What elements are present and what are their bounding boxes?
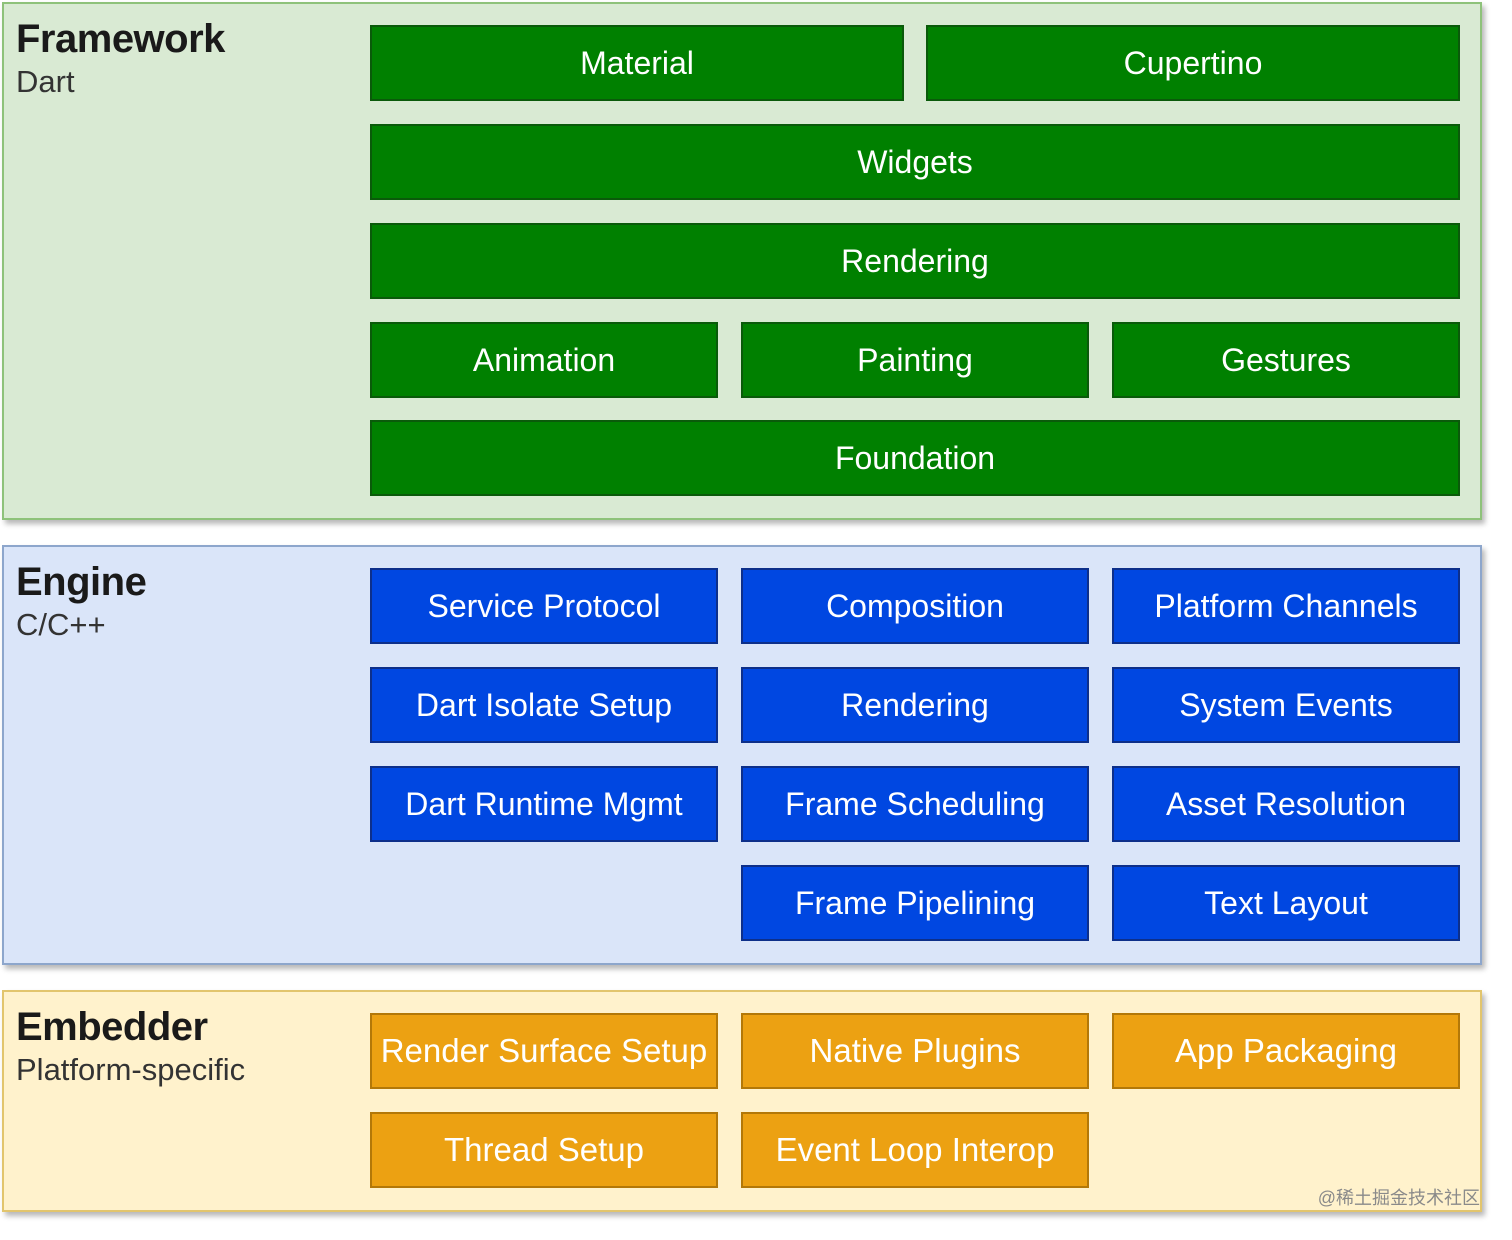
box-material: Material — [370, 25, 904, 101]
box-foundation: Foundation — [370, 420, 1460, 496]
box-composition: Composition — [741, 568, 1089, 644]
box-engine-rendering: Rendering — [741, 667, 1089, 743]
box-frame-scheduling: Frame Scheduling — [741, 766, 1089, 842]
box-platform-channels: Platform Channels — [1112, 568, 1460, 644]
embedder-title: Embedder — [16, 1005, 208, 1049]
box-asset-resolution: Asset Resolution — [1112, 766, 1460, 842]
box-cupertino: Cupertino — [926, 25, 1460, 101]
box-text-layout: Text Layout — [1112, 865, 1460, 941]
box-dart-isolate-setup: Dart Isolate Setup — [370, 667, 718, 743]
box-app-packaging: App Packaging — [1112, 1013, 1460, 1089]
engine-subtitle: C/C++ — [16, 607, 106, 642]
box-gestures: Gestures — [1112, 322, 1460, 398]
framework-subtitle: Dart — [16, 64, 75, 99]
box-dart-runtime-mgmt: Dart Runtime Mgmt — [370, 766, 718, 842]
box-thread-setup: Thread Setup — [370, 1112, 718, 1188]
watermark: @稀土掘金技术社区 — [1317, 1188, 1480, 1208]
box-framework-rendering: Rendering — [370, 223, 1460, 299]
box-system-events: System Events — [1112, 667, 1460, 743]
box-service-protocol: Service Protocol — [370, 568, 718, 644]
box-animation: Animation — [370, 322, 718, 398]
box-frame-pipelining: Frame Pipelining — [741, 865, 1089, 941]
box-render-surface-setup: Render Surface Setup — [370, 1013, 718, 1089]
engine-title: Engine — [16, 560, 147, 604]
box-widgets: Widgets — [370, 124, 1460, 200]
box-painting: Painting — [741, 322, 1089, 398]
embedder-subtitle: Platform-specific — [16, 1052, 246, 1087]
framework-title: Framework — [16, 17, 225, 61]
box-event-loop-interop: Event Loop Interop — [741, 1112, 1089, 1188]
box-native-plugins: Native Plugins — [741, 1013, 1089, 1089]
